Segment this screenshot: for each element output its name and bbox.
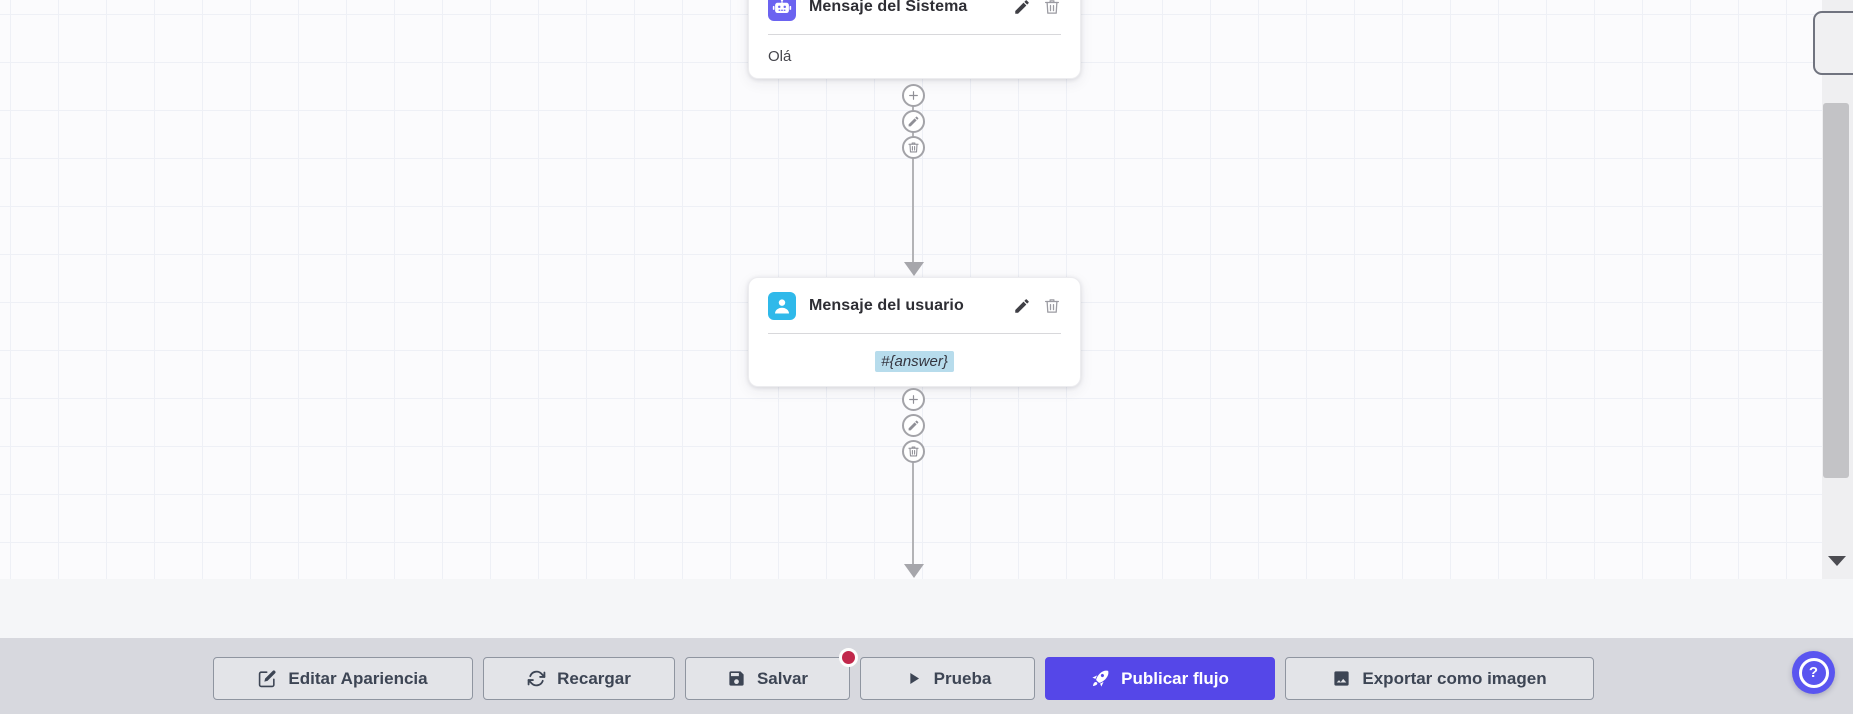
add-node-button[interactable] bbox=[902, 84, 925, 107]
reload-button[interactable]: Recargar bbox=[483, 657, 675, 700]
delete-connection-button[interactable] bbox=[902, 136, 925, 159]
export-image-button[interactable]: Exportar como imagen bbox=[1285, 657, 1594, 700]
node-content: #{answer} bbox=[749, 334, 1080, 389]
delete-node-icon[interactable] bbox=[1043, 297, 1061, 315]
refresh-icon bbox=[527, 670, 546, 687]
user-icon bbox=[768, 291, 796, 320]
test-button[interactable]: Prueba bbox=[860, 657, 1035, 700]
node-content: Olá bbox=[768, 48, 792, 65]
toolbar-button-row: Editar Apariencia Recargar Salvar bbox=[213, 648, 1594, 700]
save-icon bbox=[729, 671, 744, 686]
delete-node-icon[interactable] bbox=[1043, 0, 1061, 16]
variable-chip[interactable]: #{answer} bbox=[875, 351, 954, 372]
node-header: Mensaje del Sistema bbox=[768, 0, 1061, 35]
scrollbar-down-arrow-icon[interactable] bbox=[1828, 556, 1846, 566]
edit-node-icon[interactable] bbox=[1013, 297, 1031, 315]
play-icon bbox=[910, 672, 919, 685]
edit-connection-button[interactable] bbox=[902, 414, 925, 437]
connector-line bbox=[912, 452, 914, 564]
edit-node-icon[interactable] bbox=[1013, 0, 1031, 16]
node-header: Mensaje del usuario bbox=[768, 278, 1061, 334]
canvas-controls-panel[interactable] bbox=[1813, 11, 1853, 75]
save-button[interactable]: Salvar bbox=[685, 648, 858, 700]
connector-arrowhead bbox=[904, 564, 924, 578]
scrollbar-thumb[interactable] bbox=[1823, 103, 1849, 478]
connector-line bbox=[912, 96, 914, 262]
edit-connection-button[interactable] bbox=[902, 110, 925, 133]
flow-canvas[interactable]: Mensaje del Sistema Olá bbox=[0, 0, 1822, 579]
unsaved-changes-badge bbox=[839, 648, 858, 667]
delete-connection-button[interactable] bbox=[902, 440, 925, 463]
node-system-message[interactable]: Mensaje del Sistema Olá bbox=[748, 0, 1081, 79]
publish-flow-button[interactable]: Publicar flujo bbox=[1045, 657, 1275, 700]
add-node-button[interactable] bbox=[902, 388, 925, 411]
vertical-scrollbar[interactable] bbox=[1822, 0, 1853, 579]
node-title: Mensaje del Sistema bbox=[809, 0, 968, 15]
edit-appearance-button[interactable]: Editar Apariencia bbox=[213, 657, 473, 700]
help-button[interactable]: ? bbox=[1792, 651, 1835, 694]
node-user-message[interactable]: Mensaje del usuario #{answer} bbox=[748, 277, 1081, 387]
canvas-bottom-strip bbox=[0, 579, 1853, 638]
robot-icon bbox=[768, 0, 796, 21]
node-title: Mensaje del usuario bbox=[809, 296, 964, 314]
edit-square-icon bbox=[259, 670, 276, 688]
bottom-toolbar: Editar Apariencia Recargar Salvar bbox=[0, 638, 1853, 714]
connector-arrowhead bbox=[904, 262, 924, 276]
rocket-icon bbox=[1092, 670, 1109, 687]
image-icon bbox=[1334, 671, 1350, 686]
question-mark-icon: ? bbox=[1798, 657, 1829, 688]
